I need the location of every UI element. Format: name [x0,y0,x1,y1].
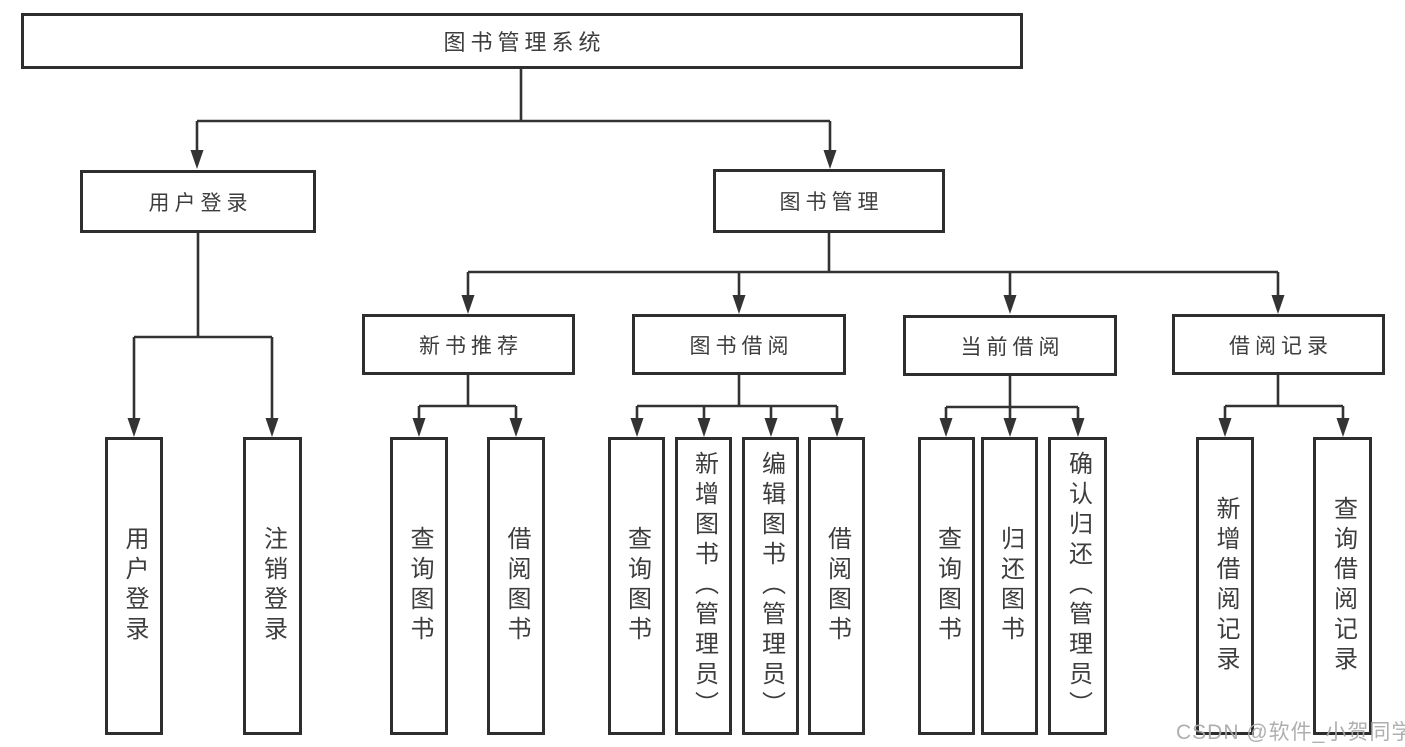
leaf-return-books: 归还图书 [981,437,1038,735]
node-label: 图书管理 [779,191,884,214]
node-label: 用户登录 [148,191,253,215]
node-label: 查询图书 [406,526,433,646]
node-label: 借阅图书 [503,526,530,646]
leaf-borrow-books: 借阅图书 [808,437,865,735]
connector-book-borrow [630,375,844,437]
node-label: 用户登录 [121,526,148,646]
connector-book-management [461,233,1285,314]
connector-root [190,68,837,169]
node-current-borrow: 当前借阅 [903,315,1117,376]
node-label: 查询图书 [933,526,961,646]
node-label: 注销登录 [259,526,287,646]
node-borrow-records: 借阅记录 [1172,314,1385,375]
node-new-book-recommend: 新书推荐 [362,314,575,375]
node-book-borrow: 图书借阅 [632,314,846,375]
leaf-add-books-admin: 新增图书（管理员） [675,437,732,735]
leaf-add-borrow-record: 新增借阅记录 [1196,437,1254,735]
leaf-query-books-borrow: 查询图书 [608,437,665,735]
connector-current-borrow [939,376,1085,437]
node-label: 图书借阅 [689,334,794,358]
node-label: 新增图书（管理员） [690,451,718,721]
csdn-watermark: CSDN @软件_小贺同学 [1176,721,1405,744]
node-user-login: 用户登录 [80,170,316,233]
node-label: 查询借阅记录 [1329,496,1357,676]
node-label: 借阅记录 [1229,334,1333,358]
leaf-edit-books-admin: 编辑图书（管理员） [742,437,799,735]
node-label: 新书推荐 [419,334,523,358]
leaf-user-login: 用户登录 [105,437,163,735]
node-label: 新增借阅记录 [1212,496,1239,676]
node-label: 查询图书 [623,526,651,646]
node-label: 归还图书 [996,526,1024,646]
node-label: 图书管理系统 [443,30,606,55]
node-library-management-system: 图书管理系统 [21,13,1023,69]
leaf-query-books-recommend: 查询图书 [390,437,448,735]
leaf-logout: 注销登录 [243,437,302,735]
node-label: 确认归还（管理员） [1064,451,1092,721]
leaf-query-borrow-record: 查询借阅记录 [1313,437,1372,735]
connector-new-book [412,375,523,437]
node-label: 编辑图书（管理员） [757,451,785,721]
connector-borrow-records [1218,375,1350,437]
node-label: 当前借阅 [960,335,1065,359]
node-book-management: 图书管理 [713,169,945,233]
leaf-borrow-books-recommend: 借阅图书 [487,437,545,735]
connector-user-login [127,233,279,437]
leaf-confirm-return-admin: 确认归还（管理员） [1048,437,1107,735]
leaf-query-books-current: 查询图书 [918,437,975,735]
node-label: 借阅图书 [823,526,851,646]
